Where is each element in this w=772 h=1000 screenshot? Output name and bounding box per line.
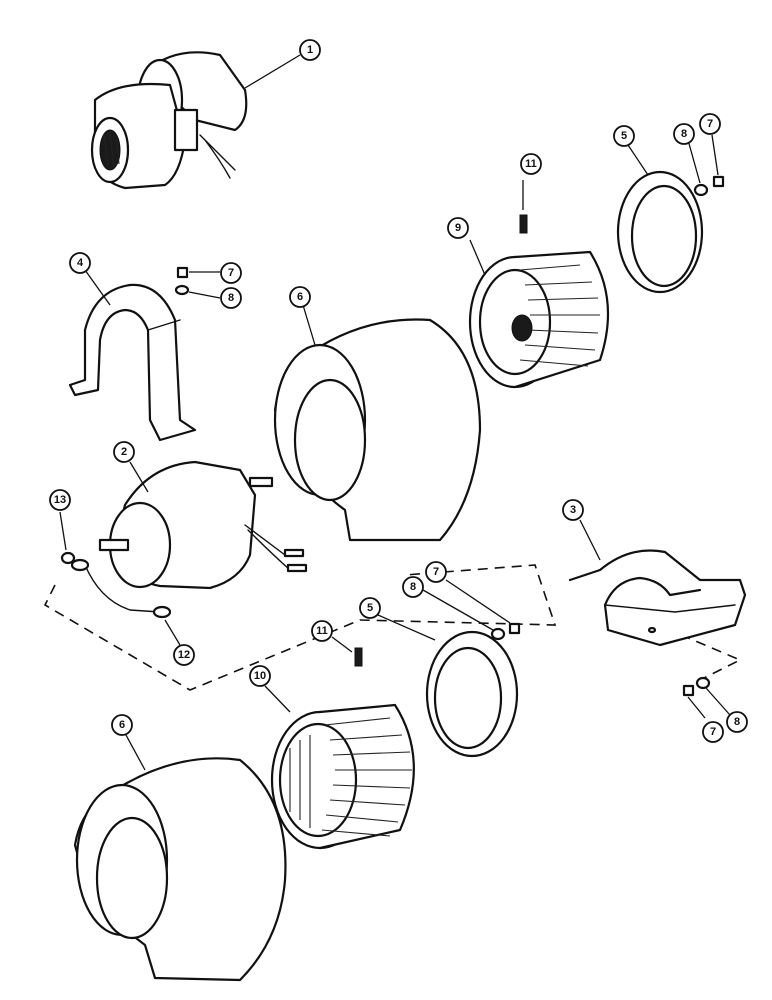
svg-text:8: 8: [228, 292, 234, 304]
callout-6-upper: 6: [289, 286, 311, 308]
fastener-set-upper-right: [687, 134, 725, 197]
callout-4: 4: [69, 252, 91, 274]
callout-8-middle: 8: [402, 576, 424, 598]
assembly-path-left: [43, 564, 557, 691]
svg-text:12: 12: [178, 649, 190, 661]
callout-1: 1: [299, 39, 321, 61]
callout-8-upper-left: 8: [220, 287, 242, 309]
svg-text:8: 8: [681, 128, 687, 140]
callout-6-lower: 6: [111, 714, 133, 736]
svg-text:6: 6: [119, 719, 125, 731]
callout-10: 10: [249, 665, 271, 687]
callout-5-lower: 5: [359, 597, 381, 619]
callout-7-upper-left: 7: [220, 262, 242, 284]
part-6-upper-housing: [273, 294, 482, 542]
part-11-set-screw-lower: [331, 636, 363, 667]
svg-text:1: 1: [307, 44, 313, 56]
part-11-set-screw-upper: [519, 180, 528, 234]
svg-text:5: 5: [621, 130, 627, 142]
svg-text:4: 4: [77, 257, 84, 269]
part-3-mounting-bracket: [568, 519, 747, 647]
svg-text:9: 9: [455, 222, 461, 234]
callout-8-lower-right: 8: [726, 711, 748, 733]
part-5-lower-ring: [377, 614, 519, 758]
callout-11-lower: 11: [311, 620, 333, 642]
callout-7-upper-right: 7: [699, 113, 721, 135]
part-5-upper-ring: [616, 144, 704, 294]
callout-9: 9: [447, 217, 469, 239]
callout-7-middle: 7: [425, 561, 447, 583]
part-10-blower-wheel: [264, 685, 415, 850]
part-1-blower-assembly: [90, 51, 301, 190]
callout-12: 12: [173, 644, 195, 666]
callout-8-upper-right: 8: [673, 123, 695, 145]
part-2-blower-motor: [98, 460, 308, 590]
svg-text:13: 13: [54, 494, 66, 506]
svg-text:7: 7: [707, 118, 713, 130]
part-9-blower-wheel: [468, 239, 610, 389]
callout-11-upper: 11: [520, 153, 542, 175]
callout-5-upper: 5: [613, 125, 635, 147]
svg-text:10: 10: [254, 670, 266, 682]
svg-text:3: 3: [570, 504, 576, 516]
callout-13: 13: [49, 489, 71, 511]
fastener-set-lower-right: [682, 676, 731, 719]
svg-text:8: 8: [734, 716, 740, 728]
svg-text:11: 11: [316, 625, 328, 637]
fastener-set-upper-left: [174, 266, 221, 299]
assembly-path-right: [664, 627, 742, 681]
part-6-lower-housing: [73, 734, 287, 982]
svg-text:2: 2: [121, 446, 127, 458]
callouts: 1 2 3 4 5 5 6 6 7 7 7 7 8 8 8 8 9 10 11 …: [49, 39, 748, 743]
svg-text:7: 7: [433, 566, 439, 578]
part-13-ground-nut: [59, 511, 76, 565]
svg-text:11: 11: [525, 158, 537, 170]
callout-3: 3: [562, 499, 584, 521]
fastener-set-middle: [422, 579, 521, 641]
svg-text:5: 5: [367, 602, 373, 614]
part-12-ground-wire: [70, 558, 181, 646]
callout-7-lower-right: 7: [702, 721, 724, 743]
svg-text:6: 6: [297, 291, 303, 303]
svg-text:7: 7: [710, 726, 716, 738]
svg-text:8: 8: [410, 581, 416, 593]
part-4-motor-strap: [68, 269, 197, 442]
callout-2: 2: [113, 441, 135, 463]
svg-text:7: 7: [228, 267, 234, 279]
